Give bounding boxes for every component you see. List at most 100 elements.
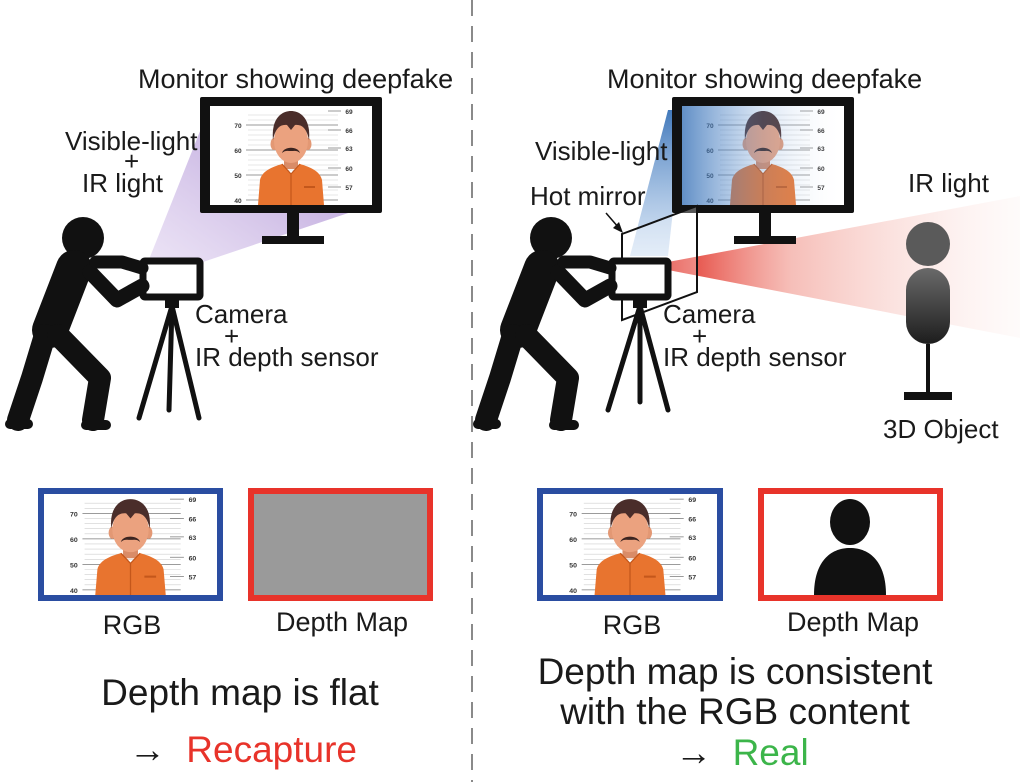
beam-plus-sign: + (124, 146, 139, 176)
monitor-label: Monitor showing deepfake (138, 64, 453, 94)
result-real: Real (733, 732, 809, 773)
depth-map-silhouette (814, 499, 886, 595)
result-line: → Real (675, 732, 808, 773)
height-mark-right: 57 (688, 575, 696, 582)
tripod-leg (169, 303, 202, 421)
person-arm-lower (82, 264, 150, 308)
height-mark-left: 50 (70, 563, 78, 570)
person-torso (500, 250, 560, 348)
height-mark-right: 60 (688, 555, 696, 562)
mugshot-mustache (120, 536, 141, 542)
result-arrow: → (129, 729, 166, 770)
rgb-output-image: 70 60 50 40 69 66 63 60 57 (44, 494, 217, 595)
monitor-stand-neck (759, 213, 771, 238)
mugshot-photo: 70 60 50 40 69 66 63 60 57 (44, 494, 217, 595)
screen-visible-light-tint (682, 106, 844, 205)
depth-map-label: Depth Map (787, 607, 919, 637)
person-leg-back (475, 324, 524, 431)
height-mark-right: 66 (345, 128, 353, 135)
monitor-stand-base (262, 236, 324, 244)
person-arm-upper (89, 255, 149, 275)
rgb-output-image: 70 60 50 40 69 66 63 60 57 (543, 494, 717, 595)
conclusion-text: Depth map is flat (101, 672, 379, 713)
height-mark-right: 66 (189, 517, 197, 524)
3d-object-label: 3D Object (883, 414, 999, 444)
height-mark-right: 66 (688, 517, 696, 524)
mugshot-mustache (282, 147, 300, 153)
visible-light-label: Visible-light (65, 126, 198, 156)
height-mark-left: 40 (234, 198, 242, 205)
monitor-label: Monitor showing deepfake (607, 64, 922, 94)
flat-depth-map (248, 488, 433, 601)
silhouette-shoulders (814, 548, 886, 595)
height-mark-left: 50 (569, 563, 577, 570)
height-mark-right: 63 (345, 146, 353, 153)
rgb-output-frame (38, 488, 223, 601)
mugshot-pocket (643, 575, 656, 578)
camera-plus-sign: + (224, 321, 239, 351)
visible-light-beam (630, 110, 684, 256)
person-arm-upper (557, 255, 617, 275)
left-panel-recapture-scene: 70 60 50 40 69 66 63 60 57 Monitor showi… (5, 64, 453, 770)
height-mark-right: 69 (688, 497, 696, 504)
object-body (906, 268, 950, 344)
mugshot-hair (610, 499, 650, 529)
depth-sensor-label: IR depth sensor (663, 342, 847, 372)
person-leg-front (47, 324, 111, 431)
rgb-label: RGB (103, 610, 162, 640)
height-mark-left: 70 (569, 512, 577, 519)
hot-mirror-label: Hot mirror (530, 181, 646, 211)
tripod-left (136, 303, 202, 421)
object-head (906, 222, 950, 266)
hot-mirror-pointer-arrow (605, 212, 623, 233)
mugshot-hair (272, 111, 310, 140)
tripod-leg (605, 303, 643, 413)
height-mark-right: 69 (345, 109, 353, 116)
mugshot-collar (281, 163, 301, 205)
height-mark-left: 60 (70, 537, 78, 544)
photographer-silhouette (473, 217, 618, 431)
person-leg-back (7, 324, 56, 431)
tripod-leg (637, 303, 671, 413)
person-torso (32, 250, 92, 348)
mugshot-photo: 70 60 50 40 69 66 63 60 57 (543, 494, 717, 595)
camera-plus-sign: + (692, 321, 707, 351)
mugshot-collar (619, 552, 641, 595)
height-mark-right: 69 (189, 497, 197, 504)
arrow-head (613, 222, 623, 233)
height-mark-left: 40 (70, 588, 78, 595)
person-head (62, 217, 104, 259)
mugshot-pocket (304, 186, 315, 188)
mugshot-neck (622, 548, 638, 559)
rgb-label: RGB (603, 610, 662, 640)
tripod-leg (136, 303, 175, 421)
rgb-output-frame (537, 488, 723, 601)
camera-label: Camera (663, 299, 756, 329)
conclusion-text: Depth map is consistent (538, 651, 934, 692)
depth-sensor-label: IR depth sensor (195, 342, 379, 372)
mugshot-hair (111, 499, 150, 529)
camera-label: Camera (195, 299, 288, 329)
monitor-stand-neck (287, 213, 299, 238)
tripod-leg (166, 303, 175, 413)
depth-map-label: Depth Map (276, 607, 408, 637)
silhouette-head (830, 499, 870, 545)
camera-body (608, 257, 672, 301)
person-arm-lower (550, 264, 618, 308)
height-mark-right: 60 (189, 555, 197, 562)
height-mark-left: 70 (70, 512, 78, 519)
result-line: → Recapture (129, 729, 357, 770)
height-mark-right: 57 (345, 185, 353, 192)
height-mark-right: 60 (345, 166, 353, 173)
ir-light-label: IR light (82, 168, 164, 198)
height-mark-right: 63 (189, 535, 197, 542)
person-leg-front (515, 324, 579, 431)
monitor-left: 70 60 50 40 69 66 63 60 57 (200, 97, 382, 244)
photographer-silhouette (5, 217, 150, 431)
result-recapture: Recapture (186, 729, 357, 770)
mugshot-collar (120, 552, 141, 595)
height-mark-left: 40 (569, 588, 577, 595)
visible-light-label: Visible-light (535, 136, 668, 166)
result-arrow: → (675, 732, 712, 773)
